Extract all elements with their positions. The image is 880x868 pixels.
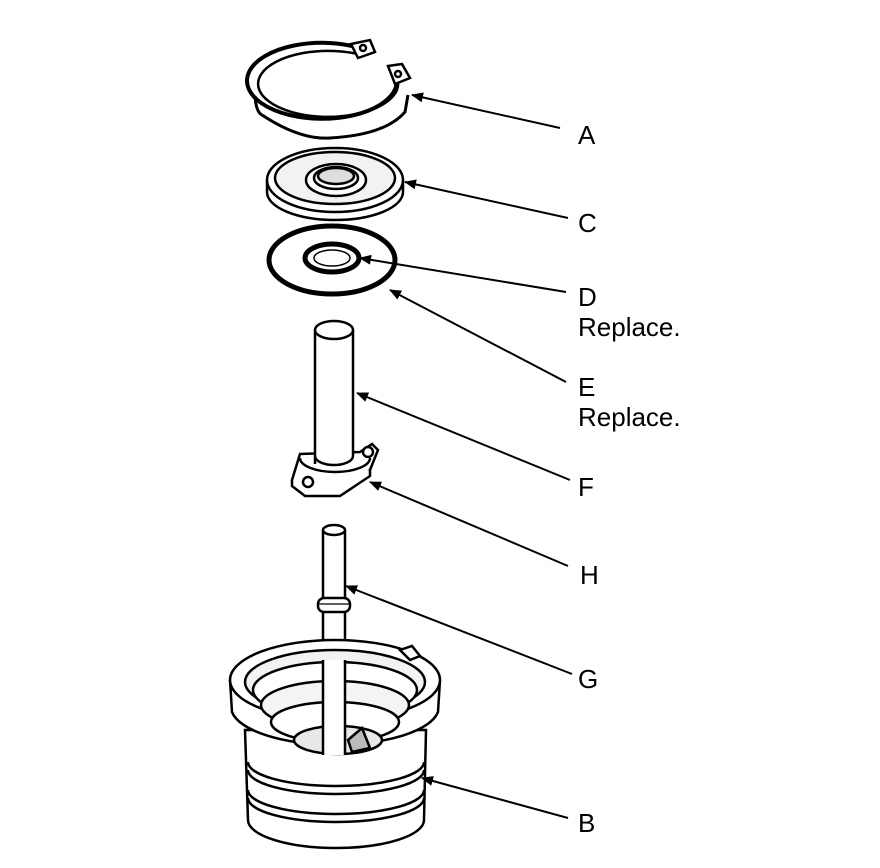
label-g: G — [578, 664, 599, 694]
label-e: E — [578, 372, 596, 402]
o-ring-d — [302, 241, 362, 275]
label-a: A — [578, 120, 596, 150]
o-ring-e — [266, 223, 398, 297]
leader-lines — [345, 92, 573, 819]
leader-h — [369, 481, 569, 567]
leader-d — [359, 254, 567, 293]
label-h: H — [580, 560, 599, 590]
leader-a — [411, 92, 561, 129]
label-b: B — [578, 808, 596, 838]
label-d-note: Replace. — [578, 312, 681, 342]
label-c: C — [578, 208, 597, 238]
snap-ring-a — [245, 38, 412, 140]
label-e-note: Replace. — [578, 402, 681, 432]
label-f: F — [578, 472, 594, 502]
leader-g — [345, 585, 573, 675]
leader-e — [389, 289, 567, 383]
cap-c — [265, 146, 405, 222]
leader-b — [421, 776, 569, 819]
label-d: D — [578, 282, 597, 312]
leader-c — [404, 179, 569, 219]
sleeve-f-flange-h — [290, 319, 380, 498]
housing-b — [228, 638, 442, 850]
leader-f — [356, 392, 571, 481]
